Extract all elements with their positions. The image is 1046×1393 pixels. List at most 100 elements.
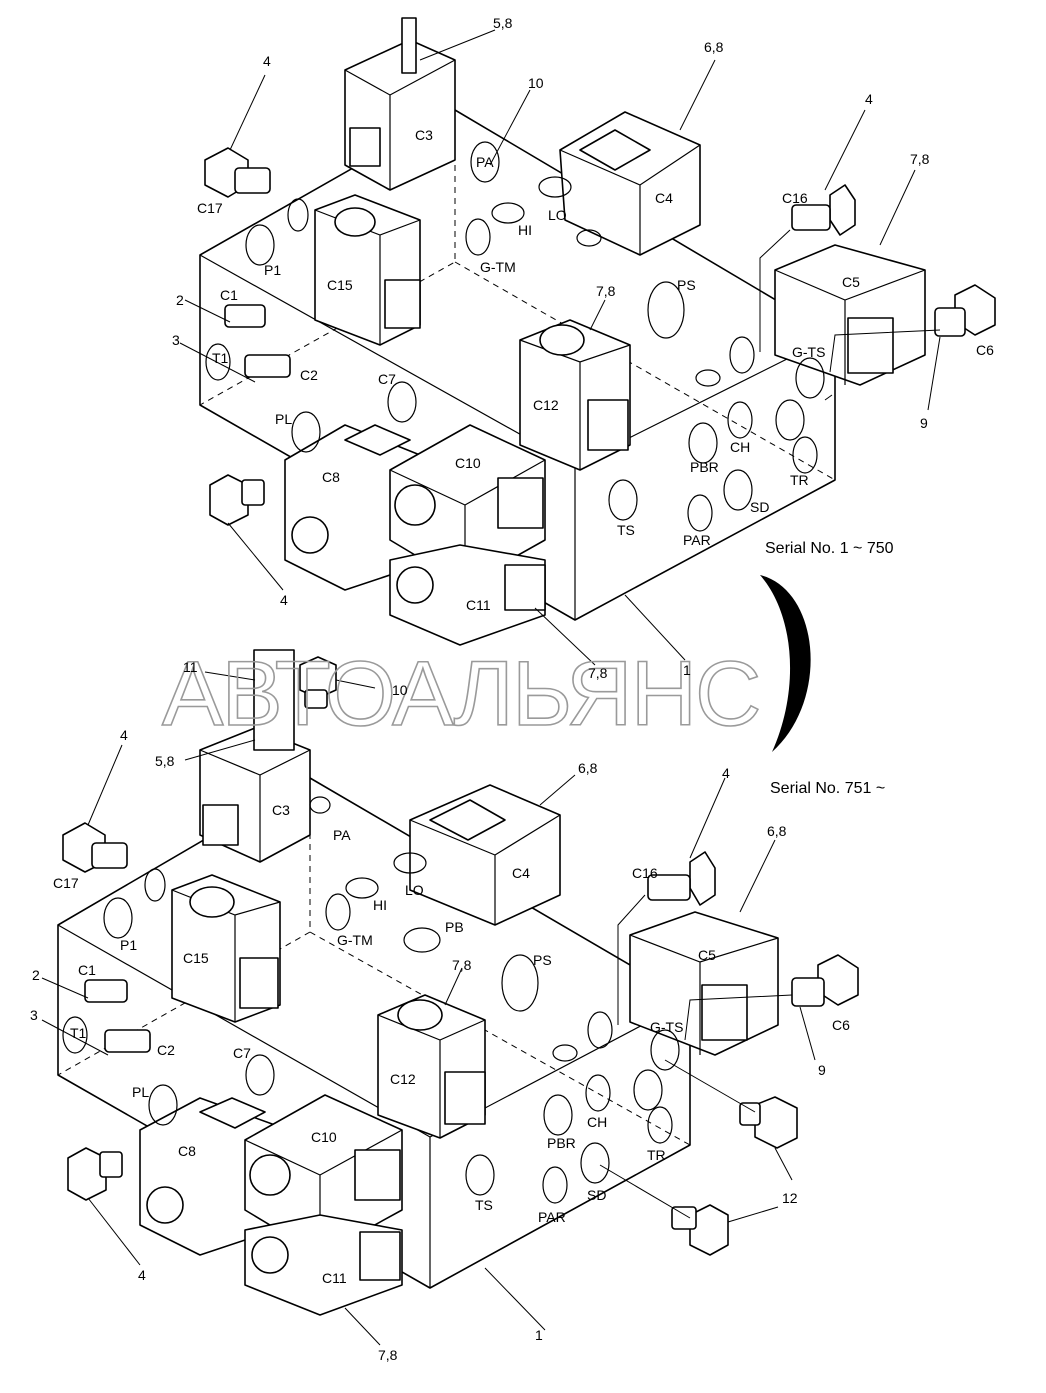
top-label-c5: C5 xyxy=(842,274,860,290)
bottom-label-par: PAR xyxy=(538,1209,566,1225)
top-label-c16: C16 xyxy=(782,190,808,206)
bottom-c12-connector xyxy=(444,1071,486,1125)
bottom-ports xyxy=(62,796,680,1204)
bottom-label-t1: T1 xyxy=(70,1025,87,1041)
bottom-label-ps: PS xyxy=(533,952,552,968)
bottom-label-pl: PL xyxy=(132,1084,149,1100)
top-label-c1: C1 xyxy=(220,287,238,303)
top-c8-connector xyxy=(344,424,411,456)
top-label-c12: C12 xyxy=(533,397,559,413)
bottom-label-c5: C5 xyxy=(698,947,716,963)
top-c3-connector xyxy=(349,127,381,167)
top-plug-bottom xyxy=(209,474,265,526)
top-c3-stem xyxy=(401,17,417,74)
bottom-label-ch: CH xyxy=(587,1114,607,1130)
bottom-plug-12b xyxy=(671,1204,729,1256)
top-callout-10: 10 xyxy=(528,75,544,91)
top-label-pbr: PBR xyxy=(690,459,719,475)
bottom-plug-c16 xyxy=(647,851,716,906)
bottom-label-c6: C6 xyxy=(832,1017,850,1033)
top-c10-fitting xyxy=(394,484,436,526)
bottom-label-sd: SD xyxy=(587,1187,606,1203)
bottom-c15-connector xyxy=(239,957,279,1009)
bottom-label-c17: C17 xyxy=(53,875,79,891)
top-callout-7-8-a: 7,8 xyxy=(910,151,930,167)
bottom-c11-connector xyxy=(359,1231,401,1281)
top-c11-fitting xyxy=(396,566,434,604)
top-c3-solenoid xyxy=(344,39,456,191)
top-label-c6: C6 xyxy=(976,342,994,358)
bottom-label-g-ts: G-TS xyxy=(650,1019,683,1035)
bottom-callout-7-8-a: 7,8 xyxy=(452,957,472,973)
top-label-t1: T1 xyxy=(212,350,229,366)
serial-top: Serial No. 1 ~ 750 xyxy=(765,540,894,557)
bottom-label-ts: TS xyxy=(475,1197,493,1213)
top-plug-c2 xyxy=(244,354,291,378)
bottom-callout-3: 3 xyxy=(30,1007,38,1023)
top-c12-nut xyxy=(539,324,585,356)
top-label-c2: C2 xyxy=(300,367,318,383)
bottom-c12-nut xyxy=(397,999,443,1031)
bottom-c11-fitting xyxy=(251,1236,289,1274)
bottom-label-tr: TR xyxy=(647,1147,666,1163)
top-plug-c1 xyxy=(224,304,266,328)
bottom-plug-c2 xyxy=(104,1029,151,1053)
top-callout-5-8: 5,8 xyxy=(493,15,513,31)
top-callout-3: 3 xyxy=(172,332,180,348)
bottom-label-c7: C7 xyxy=(233,1045,251,1061)
top-leader-lines xyxy=(179,29,941,666)
bottom-label-c16: C16 xyxy=(632,865,658,881)
top-label-tr: TR xyxy=(790,472,809,488)
bottom-label-pb: PB xyxy=(445,919,464,935)
top-label-ps: PS xyxy=(677,277,696,293)
bottom-c15-nut xyxy=(189,886,235,918)
bottom-c4-connector xyxy=(429,799,506,841)
bottom-label-c3: C3 xyxy=(272,802,290,818)
top-port-labels: C3 C4 C5 C6 C15 C16 C17 C1 C2 T1 P1 PA L… xyxy=(197,127,994,613)
bottom-label-c10: C10 xyxy=(311,1129,337,1145)
bottom-label-c12: C12 xyxy=(390,1071,416,1087)
bottom-callout-4-a: 4 xyxy=(120,727,128,743)
top-callout-7-8-b: 7,8 xyxy=(596,283,616,299)
bottom-hidden-edges xyxy=(57,778,691,1146)
top-label-c15: C15 xyxy=(327,277,353,293)
top-c8-fitting xyxy=(291,516,329,554)
top-label-pa: PA xyxy=(476,154,494,170)
top-plug-c16 xyxy=(791,184,856,236)
bottom-callout-6-8-a: 6,8 xyxy=(578,760,598,776)
bottom-c10-connector xyxy=(354,1149,401,1201)
top-ports xyxy=(205,141,825,532)
top-c15-nut xyxy=(334,207,376,237)
top-c12-connector xyxy=(587,399,629,451)
top-valve-assembly xyxy=(179,17,996,666)
bottom-plug-c6 xyxy=(791,954,859,1007)
top-label-hi: HI xyxy=(518,222,532,238)
bottom-callout-6-8-b: 6,8 xyxy=(767,823,787,839)
top-label-c8: C8 xyxy=(322,469,340,485)
bottom-c10-solenoid xyxy=(244,1094,403,1256)
bottom-label-c11: C11 xyxy=(322,1270,347,1286)
bottom-valve-assembly xyxy=(41,649,859,1346)
bottom-c5-connector xyxy=(701,984,748,1041)
bottom-label-hi: HI xyxy=(373,897,387,913)
top-label-c11: C11 xyxy=(466,597,491,613)
top-callouts: 5,8 10 6,8 4 4 7,8 7,8 2 3 4 9 7,8 1 xyxy=(172,15,930,681)
top-label-c3: C3 xyxy=(415,127,433,143)
bottom-plug-c17 xyxy=(62,822,128,873)
top-c11-connector xyxy=(504,564,546,611)
bottom-callout-7-8-b: 7,8 xyxy=(378,1347,398,1363)
bottom-port-labels: C3 C4 C5 C6 C15 C16 C17 C1 C2 T1 P1 PA L… xyxy=(53,802,850,1286)
top-label-p1: P1 xyxy=(264,262,281,278)
top-c10-solenoid xyxy=(389,424,546,586)
top-callout-2: 2 xyxy=(176,292,184,308)
bottom-label-c4: C4 xyxy=(512,865,530,881)
serial-bottom: Serial No. 751 ~ xyxy=(770,780,885,797)
bottom-plug-12a xyxy=(739,1096,798,1149)
bottom-label-c8: C8 xyxy=(178,1143,196,1159)
top-label-ts: TS xyxy=(617,522,635,538)
top-c10-connector xyxy=(497,477,544,529)
top-label-sd: SD xyxy=(750,499,769,515)
top-label-g-tm: G-TM xyxy=(480,259,516,275)
